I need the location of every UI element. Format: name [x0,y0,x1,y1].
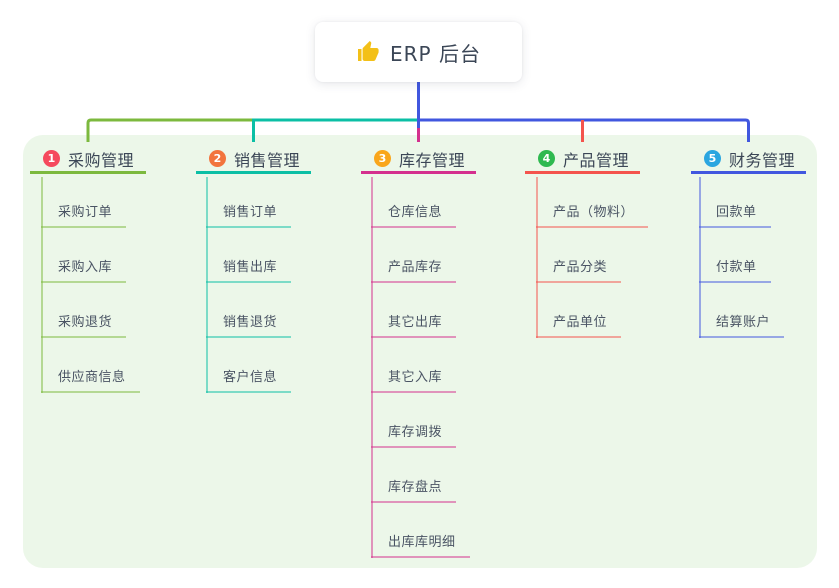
branch-node-3[interactable]: 3 库存管理 [361,146,476,174]
child-node[interactable]: 产品（物料） [536,200,649,228]
child-node[interactable]: 出库库明细 [371,530,470,558]
child-node[interactable]: 结算账户 [699,310,785,338]
child-node[interactable]: 产品分类 [536,255,622,283]
root-node-label: ERP 后台 [390,41,481,66]
child-node[interactable]: 销售出库 [206,255,292,283]
child-node[interactable]: 库存调拨 [371,420,457,448]
child-node[interactable]: 销售订单 [206,200,292,228]
child-node[interactable]: 付款单 [699,255,771,283]
branch-number-badge: 3 [374,150,391,167]
child-node[interactable]: 产品库存 [371,255,457,283]
child-node[interactable]: 供应商信息 [41,365,140,393]
child-node[interactable]: 其它入库 [371,365,457,393]
thumbs-up-icon [358,41,379,61]
root-node[interactable]: ERP 后台 [315,22,522,82]
branch-label: 库存管理 [399,150,466,170]
child-node[interactable]: 库存盘点 [371,475,457,503]
branch-child-spine [371,177,373,558]
child-node[interactable]: 采购入库 [41,255,127,283]
branch-child-spine [41,177,43,393]
branch-child-spine [206,177,208,393]
branch-child-spine [699,177,701,338]
branch-number-badge: 1 [43,150,60,167]
child-node[interactable]: 采购退货 [41,310,127,338]
branch-node-1[interactable]: 1 采购管理 [30,146,146,174]
branch-node-4[interactable]: 4 产品管理 [525,146,640,174]
branch-label: 采购管理 [68,150,135,170]
child-node[interactable]: 其它出库 [371,310,457,338]
branches-panel [23,135,817,568]
child-node[interactable]: 仓库信息 [371,200,457,228]
branch-label: 销售管理 [234,150,301,170]
branch-number-badge: 2 [209,150,226,167]
branch-number-badge: 5 [704,150,721,167]
child-node[interactable]: 采购订单 [41,200,127,228]
child-node[interactable]: 客户信息 [206,365,292,393]
branch-child-spine [536,177,538,338]
branch-node-5[interactable]: 5 财务管理 [691,146,806,174]
branch-number-badge: 4 [538,150,555,167]
child-node[interactable]: 销售退货 [206,310,292,338]
branch-node-2[interactable]: 2 销售管理 [196,146,311,174]
child-node[interactable]: 回款单 [699,200,771,228]
branch-label: 产品管理 [563,150,630,170]
branch-label: 财务管理 [729,150,796,170]
child-node[interactable]: 产品单位 [536,310,622,338]
